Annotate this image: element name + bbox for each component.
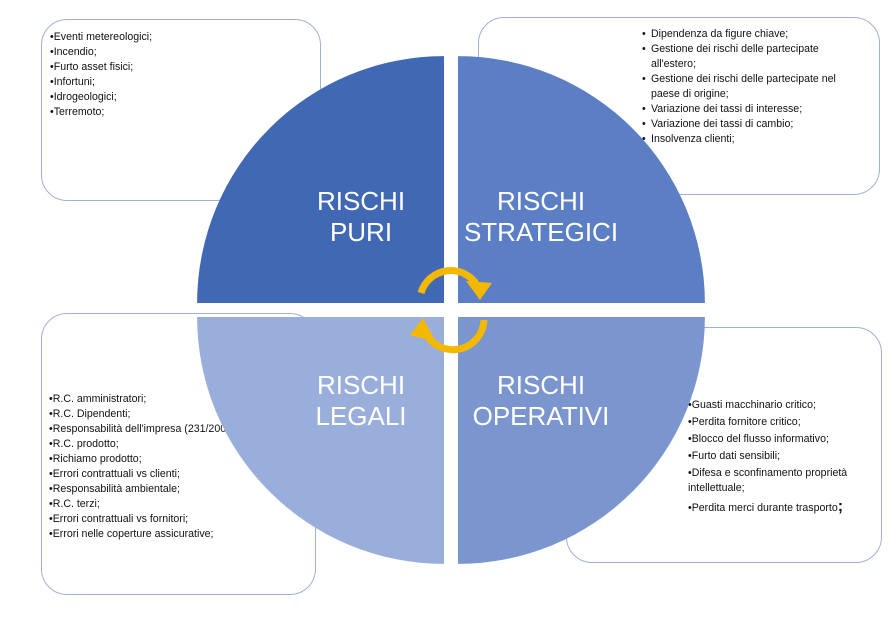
list-item: Perdita fornitore critico; [688, 415, 875, 430]
list-item-text: Perdita merci durante trasporto [691, 502, 838, 514]
list-item: Difesa e sconfinamento proprietà intelle… [688, 466, 875, 496]
list-item: Perdita merci durante trasporto; [688, 499, 875, 516]
list-item: Responsabilità dell'impresa (231/2001); [49, 422, 309, 437]
list-item: Infortuni; [50, 75, 320, 90]
label-line1: RISCHI [496, 186, 586, 216]
box-rischi-puri: Eventi metereologici; Incendio; Furto as… [41, 19, 321, 201]
arc-arrow-top-icon [417, 267, 480, 295]
list-item: Guasti macchinario critico; [688, 398, 875, 413]
label-line2: LEGALI [315, 401, 407, 431]
list-item: Gestione dei rischi delle partecipate al… [642, 42, 865, 72]
list-item: Variazione dei tassi di interesse; [642, 102, 865, 117]
quadrant-strategici [458, 56, 705, 303]
list-item: Errori contrattuali vs clienti; [49, 467, 309, 482]
list-item: R.C. prodotto; [49, 437, 309, 452]
label-line2: STRATEGICI [463, 217, 619, 247]
list-item: Terremoto; [50, 105, 320, 120]
cycle-arrows-icon [410, 267, 492, 354]
list-item: R.C. terzi; [49, 497, 309, 512]
list-item: Richiamo prodotto; [49, 452, 309, 467]
list-item: Variazione dei tassi di cambio; [642, 117, 865, 132]
arc-arrow-bottom-icon [425, 319, 488, 354]
label-rischi-operativi: RISCHI OPERATIVI [431, 370, 651, 432]
list-item: Errori contrattuali vs fornitori; [49, 512, 309, 527]
arrowhead-top-icon [466, 281, 492, 300]
list-item-semicolon: ; [837, 498, 844, 515]
label-rischi-legali: RISCHI LEGALI [251, 370, 471, 432]
label-line1: RISCHI [316, 370, 406, 400]
list-item: R.C. Dipendenti; [49, 407, 309, 422]
label-line2: PURI [329, 217, 393, 247]
list-item: Incendio; [50, 45, 320, 60]
list-item: Furto dati sensibili; [688, 449, 875, 464]
list-item: Errori nelle coperture assicurative; [49, 527, 309, 542]
label-rischi-strategici: RISCHI STRATEGICI [431, 186, 651, 248]
list-item: Dipendenza da figure chiave; [642, 27, 865, 42]
label-line1: RISCHI [316, 186, 406, 216]
list-item: Gestione dei rischi delle partecipate ne… [642, 72, 865, 102]
quadrant-operativi [458, 317, 705, 564]
list-rischi-puri: Eventi metereologici; Incendio; Furto as… [50, 30, 320, 120]
list-item: Furto asset fisici; [50, 60, 320, 75]
list-rischi-legali: R.C. amministratori; R.C. Dipendenti; Re… [49, 392, 309, 542]
label-line1: RISCHI [496, 370, 586, 400]
list-item: Idrogeologici; [50, 90, 320, 105]
list-item: Responsabilità ambientale; [49, 482, 309, 497]
list-rischi-operativi: Guasti macchinario critico; Perdita forn… [688, 398, 875, 516]
label-rischi-puri: RISCHI PURI [251, 186, 471, 248]
list-item: Blocco del flusso informativo; [688, 432, 875, 447]
quadrant-puri [197, 56, 444, 303]
quadrant-legali [197, 317, 444, 564]
list-rischi-strategici: Dipendenza da figure chiave; Gestione de… [642, 27, 865, 147]
label-line2: OPERATIVI [472, 401, 610, 431]
list-item: R.C. amministratori; [49, 392, 309, 407]
list-item: Eventi metereologici; [50, 30, 320, 45]
list-item: Insolvenza clienti; [642, 132, 865, 147]
arrowhead-bottom-icon [410, 318, 436, 342]
